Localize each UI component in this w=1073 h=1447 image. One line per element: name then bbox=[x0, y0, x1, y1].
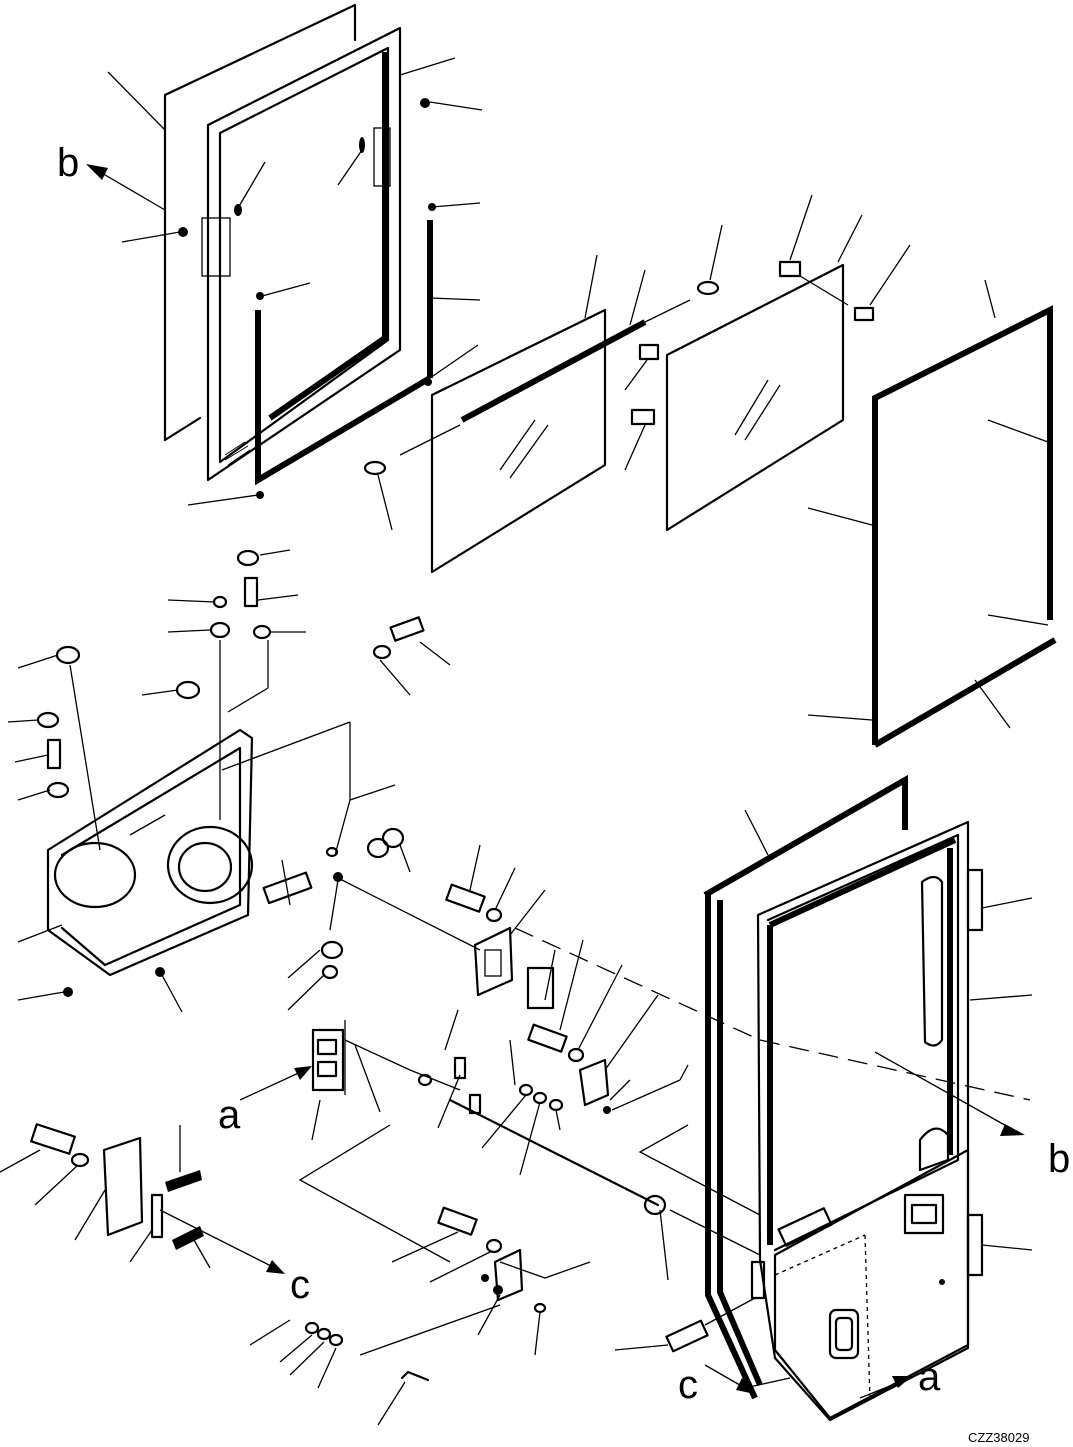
drawing-code: CZZ38029 bbox=[968, 1430, 1029, 1445]
ref-letter-a-left: a bbox=[218, 1093, 241, 1137]
upper-window-frame-assembly bbox=[86, 3, 483, 506]
lower-left-parts bbox=[0, 1123, 547, 1426]
ref-letter-c-left: c bbox=[290, 1263, 310, 1307]
lock-mechanism-hardware bbox=[239, 784, 1031, 1356]
right-seal-frame bbox=[807, 279, 1057, 748]
door-panel bbox=[614, 774, 1033, 1422]
ref-letter-c-right: c bbox=[678, 1363, 698, 1407]
sliding-glass-assembly bbox=[363, 194, 911, 574]
ref-letter-b-top: b bbox=[57, 141, 79, 185]
ref-letter-a-right: a bbox=[918, 1355, 941, 1399]
door-bracket-panel bbox=[7, 549, 451, 1013]
ref-letter-b-right: b bbox=[1048, 1137, 1070, 1181]
